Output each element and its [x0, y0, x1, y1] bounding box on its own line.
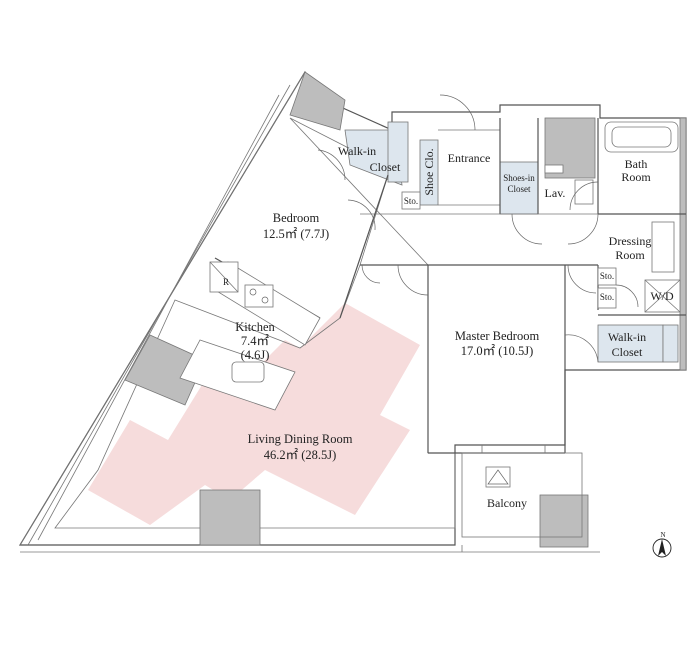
walkin-closet-1-label-2: Closet: [370, 160, 401, 174]
door-corridor: [567, 264, 597, 294]
bedroom-area: 12.5㎡ (7.7J): [263, 227, 329, 241]
storage-1-label: Sto.: [404, 196, 418, 206]
door-bath: [569, 181, 599, 211]
door-master-closet: [564, 334, 599, 363]
shoe-closet-shelf: [419, 139, 439, 206]
pillar-north: [289, 71, 346, 131]
walkin-closet-1-label: Walk-in: [338, 144, 376, 158]
shoes-in-closet-label-2: Closet: [507, 184, 531, 194]
lav-label: Lav.: [545, 186, 566, 200]
compass-icon: N: [652, 531, 672, 558]
kitchen-area-2: (4.6J): [241, 348, 270, 362]
pillar-west: [124, 334, 206, 406]
bath-room-label-2: Room: [621, 170, 651, 184]
master-bedroom-name: Master Bedroom: [455, 329, 540, 343]
door-sto: [615, 284, 639, 308]
balcony-outline: [461, 452, 583, 538]
door-entrance: [439, 94, 476, 131]
dressing-room-label: Dressing: [609, 234, 652, 248]
wd-label: W/D: [650, 289, 674, 303]
door-dressing: [567, 213, 599, 245]
master-bedroom-area: 17.0㎡ (10.5J): [461, 344, 534, 358]
living-dining-area: 46.2㎡ (28.5J): [264, 448, 337, 462]
bedroom-name: Bedroom: [273, 211, 320, 225]
shoe-closet-label: Shoe Clo.: [422, 148, 436, 195]
shoes-in-closet-shelf: [499, 161, 539, 215]
living-room-highlight: [88, 303, 420, 525]
refrigerator-label: R: [223, 277, 229, 287]
compass-label: N: [660, 531, 665, 539]
kitchen-name: Kitchen: [235, 320, 275, 334]
pillar-east: [679, 117, 687, 371]
door-bedroom: [347, 199, 376, 231]
walkin-closet-2-label-2: Closet: [612, 345, 643, 359]
bath-room-label: Bath: [625, 157, 648, 171]
door-walkin-1: [317, 149, 346, 181]
balcony-hatch: [485, 466, 511, 488]
balcony-label: Balcony: [487, 496, 527, 510]
walkin-closet-2-shelf: [597, 324, 664, 363]
door-master: [397, 264, 429, 296]
sink: [231, 361, 265, 383]
shoes-in-closet-label: Shoes-in: [503, 173, 535, 183]
walkin-closet-2-label: Walk-in: [608, 330, 646, 344]
dressing-room-label-2: Room: [615, 248, 645, 262]
storage-3-label: Sto.: [600, 292, 614, 302]
storage-2-label: Sto.: [600, 271, 614, 281]
living-dining-name: Living Dining Room: [248, 432, 353, 446]
pillar-balcony: [539, 494, 589, 548]
door-lav: [511, 213, 543, 245]
door-living: [361, 264, 381, 284]
pillar-south: [199, 489, 261, 546]
entrance-label: Entrance: [448, 151, 491, 165]
stove: [244, 284, 274, 308]
kitchen-area-1: 7.4㎡: [241, 334, 270, 348]
